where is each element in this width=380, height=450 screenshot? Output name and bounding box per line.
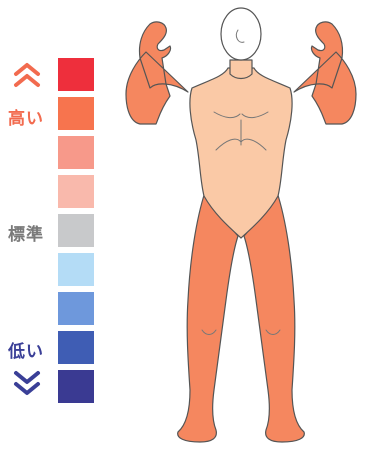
- right-arm: [294, 22, 356, 124]
- right-leg: [244, 192, 304, 442]
- left-arm: [126, 22, 188, 124]
- head: [221, 8, 261, 60]
- left-leg: [178, 192, 238, 442]
- neck: [230, 60, 252, 79]
